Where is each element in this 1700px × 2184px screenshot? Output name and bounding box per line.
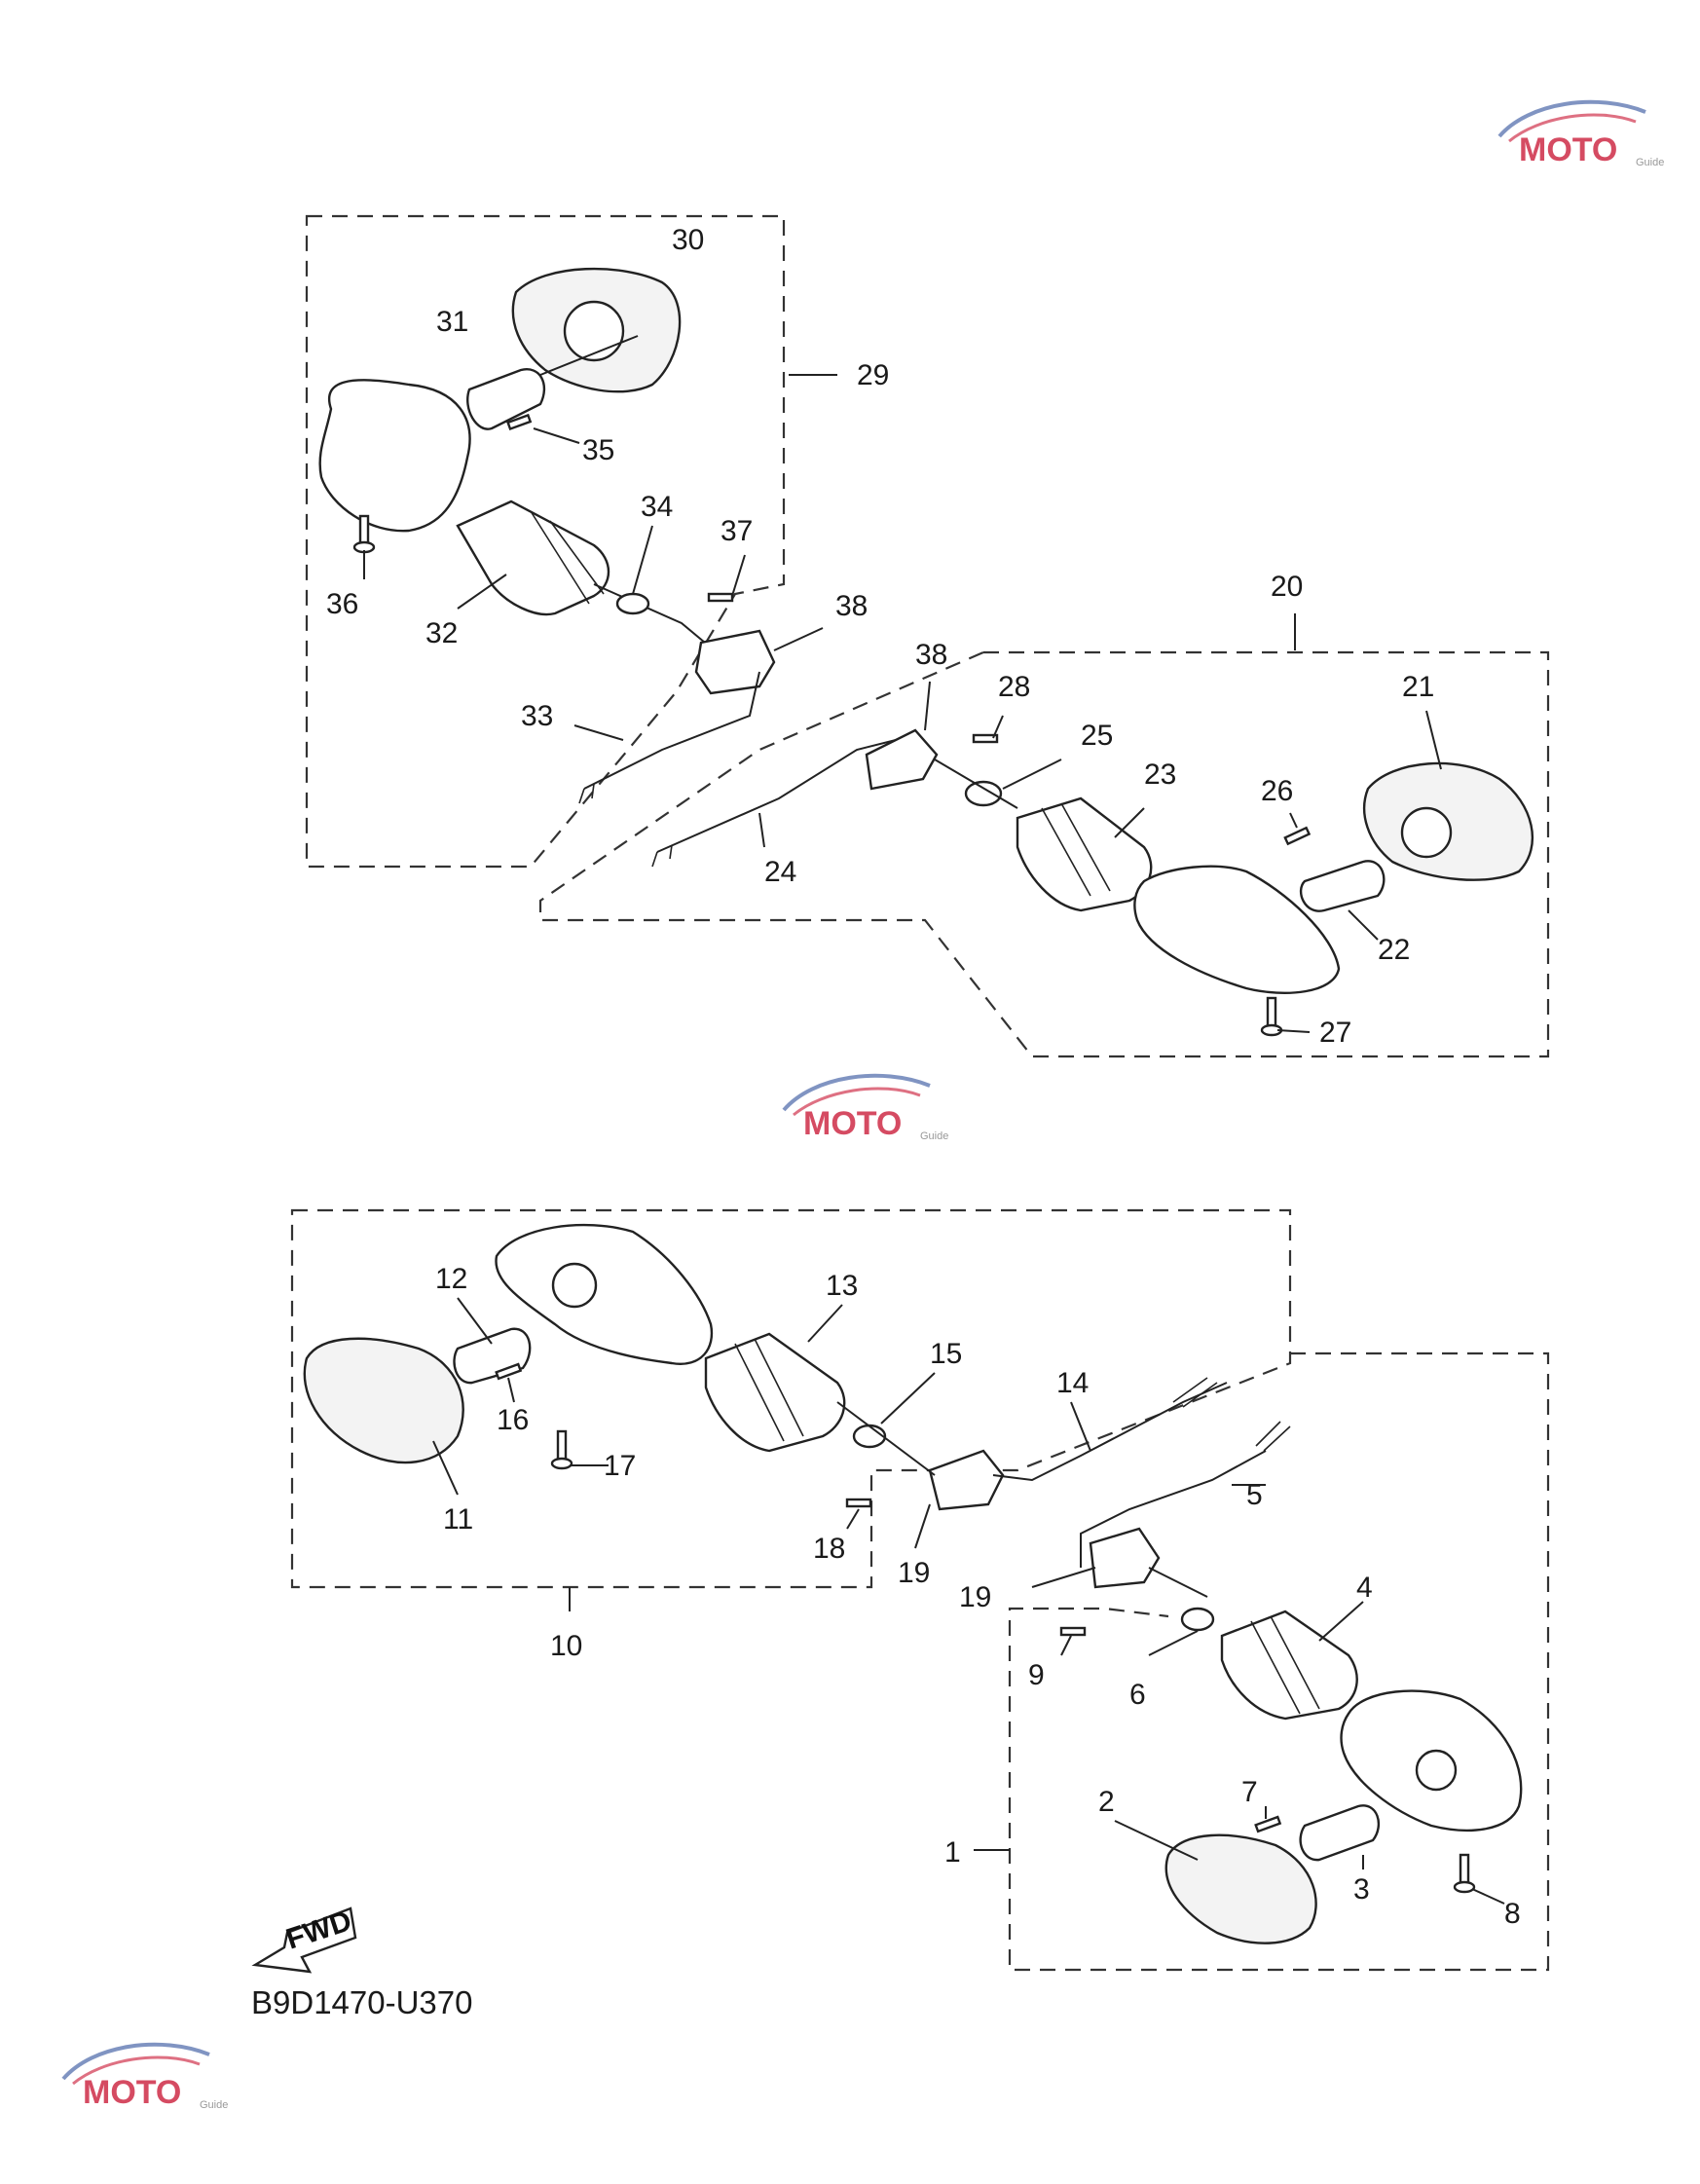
label-21: 21 bbox=[1402, 671, 1434, 703]
dashed-boundary-20 bbox=[538, 650, 1550, 1058]
assembly-1 bbox=[974, 1351, 1550, 1972]
watermark-subtext: Guide bbox=[1636, 157, 1664, 168]
dashed-boundary-1 bbox=[1008, 1351, 1550, 1972]
fwd-arrow-icon: FWD bbox=[251, 1905, 357, 1974]
label-25: 25 bbox=[1081, 720, 1113, 752]
label-6: 6 bbox=[1129, 1679, 1146, 1711]
watermark-logo-bottom-left: MOTO Guide bbox=[61, 2042, 228, 2111]
body-13 bbox=[704, 1332, 846, 1453]
label-3: 3 bbox=[1353, 1873, 1370, 1906]
label-37: 37 bbox=[721, 515, 753, 547]
label-38-upper: 38 bbox=[835, 590, 868, 622]
label-5: 5 bbox=[1246, 1479, 1263, 1511]
housing-socket-lower bbox=[551, 1262, 598, 1309]
screw-37 bbox=[707, 592, 734, 603]
bracket-19-left bbox=[928, 1449, 1005, 1511]
label-31: 31 bbox=[436, 306, 468, 338]
label-12: 12 bbox=[435, 1263, 467, 1295]
label-16: 16 bbox=[497, 1404, 529, 1436]
label-15: 15 bbox=[930, 1338, 962, 1370]
housing-socket-lower-right bbox=[1415, 1749, 1458, 1792]
grommet-6 bbox=[1180, 1607, 1215, 1632]
screw-36 bbox=[352, 514, 376, 554]
label-35: 35 bbox=[582, 434, 614, 466]
label-27: 27 bbox=[1319, 1017, 1351, 1049]
label-2: 2 bbox=[1098, 1786, 1115, 1818]
dashed-boundary-10 bbox=[290, 1208, 1292, 1589]
label-34: 34 bbox=[641, 491, 673, 523]
label-1: 1 bbox=[944, 1836, 961, 1869]
screw-17 bbox=[550, 1429, 573, 1470]
label-28: 28 bbox=[998, 671, 1030, 703]
bulb-22 bbox=[1299, 860, 1386, 912]
lens-2 bbox=[1164, 1833, 1317, 1944]
label-24: 24 bbox=[764, 856, 796, 888]
lens-housing-right bbox=[1133, 865, 1341, 994]
watermark-subtext: Guide bbox=[920, 1130, 948, 1142]
bulb-3 bbox=[1299, 1804, 1381, 1862]
screw-9 bbox=[1059, 1626, 1087, 1637]
label-19-right: 19 bbox=[959, 1581, 991, 1613]
watermark-logo-top-right: MOTO Guide bbox=[1497, 99, 1664, 168]
label-23: 23 bbox=[1144, 759, 1176, 791]
bulb-12 bbox=[453, 1327, 532, 1385]
screw-16 bbox=[495, 1362, 523, 1381]
bracket-38-upper bbox=[694, 629, 776, 695]
label-20: 20 bbox=[1271, 571, 1303, 603]
label-32: 32 bbox=[425, 617, 458, 649]
screw-26 bbox=[1283, 826, 1312, 846]
screw-7 bbox=[1254, 1815, 1282, 1833]
watermark-text: MOTO bbox=[803, 1105, 902, 1142]
assembly-10 bbox=[290, 1208, 1292, 1611]
housing-lower-left bbox=[495, 1223, 714, 1365]
label-11: 11 bbox=[443, 1503, 473, 1536]
label-10: 10 bbox=[550, 1630, 582, 1662]
screw-27 bbox=[1260, 996, 1283, 1037]
label-8: 8 bbox=[1504, 1898, 1521, 1930]
lens-cover bbox=[318, 379, 471, 533]
watermark-subtext: Guide bbox=[200, 2099, 228, 2111]
label-29: 29 bbox=[857, 359, 889, 391]
label-30: 30 bbox=[672, 224, 704, 256]
label-19-left: 19 bbox=[898, 1557, 930, 1589]
diagram-code: B9D1470-U370 bbox=[251, 1984, 473, 2020]
lens-11 bbox=[303, 1337, 464, 1464]
housing-socket bbox=[563, 300, 625, 362]
bulb-31 bbox=[466, 368, 546, 430]
screw-8 bbox=[1453, 1853, 1476, 1894]
label-17: 17 bbox=[604, 1450, 636, 1482]
grommet-25 bbox=[964, 780, 1003, 807]
assembly-29 bbox=[305, 214, 837, 869]
label-18: 18 bbox=[813, 1533, 845, 1565]
grommet-15 bbox=[852, 1424, 887, 1449]
label-14: 14 bbox=[1056, 1367, 1089, 1399]
watermark-text: MOTO bbox=[1519, 131, 1617, 168]
bracket-19-right bbox=[1089, 1527, 1161, 1589]
screw-18 bbox=[845, 1498, 872, 1508]
screw-35 bbox=[506, 413, 533, 431]
bracket-38-right bbox=[865, 728, 939, 791]
grommet-34 bbox=[615, 592, 650, 615]
label-26: 26 bbox=[1261, 775, 1293, 807]
housing-socket-right bbox=[1400, 806, 1453, 859]
body-32 bbox=[456, 500, 610, 616]
screw-28 bbox=[972, 733, 999, 744]
label-4: 4 bbox=[1356, 1572, 1373, 1604]
label-7: 7 bbox=[1241, 1776, 1258, 1808]
label-33: 33 bbox=[521, 700, 553, 732]
label-38-right: 38 bbox=[915, 639, 947, 671]
label-22: 22 bbox=[1378, 934, 1410, 966]
watermark-text: MOTO bbox=[83, 2074, 181, 2111]
body-23 bbox=[1016, 796, 1153, 912]
body-4 bbox=[1220, 1610, 1358, 1721]
assembly-20 bbox=[538, 613, 1550, 1058]
label-36: 36 bbox=[326, 588, 358, 620]
label-13: 13 bbox=[826, 1270, 858, 1302]
watermark-logo-center: MOTO Guide bbox=[782, 1073, 948, 1142]
label-9: 9 bbox=[1028, 1659, 1045, 1691]
